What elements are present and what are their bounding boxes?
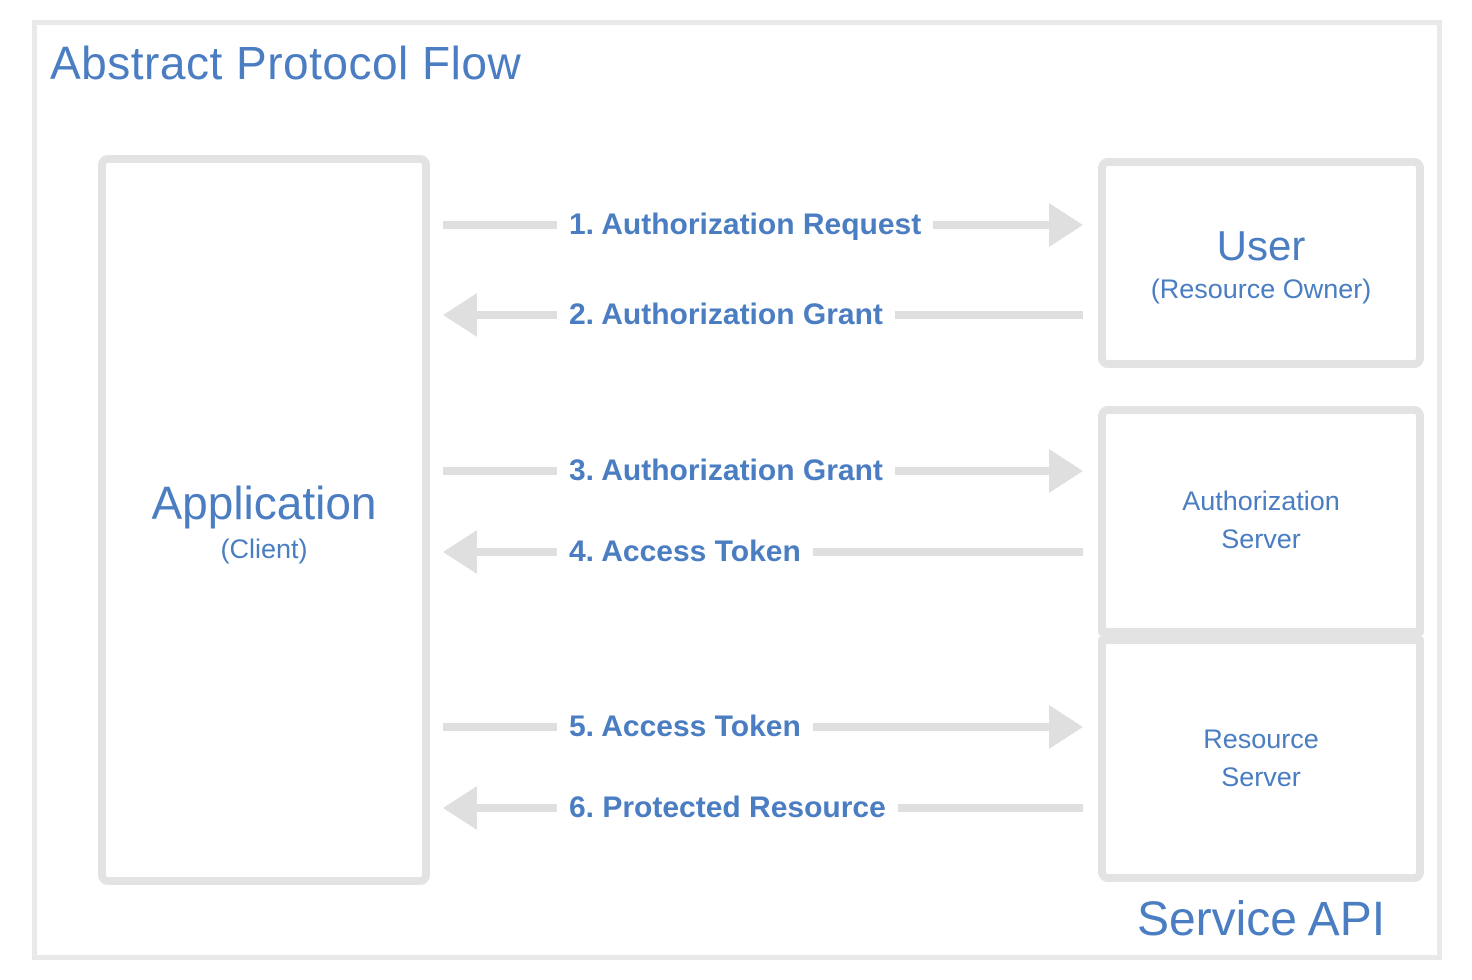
arrowhead-right-icon: [1049, 449, 1083, 493]
arrow-shaft: [894, 467, 1049, 475]
flow-label-2: 2. Authorization Grant: [569, 298, 883, 331]
arrow-shaft: [933, 221, 1049, 229]
service-api-label: Service API: [1136, 893, 1386, 946]
node-resource-server-label: Resource Server: [1203, 724, 1319, 792]
node-user: User (Resource Owner): [1098, 158, 1424, 368]
arrow-shaft: [812, 548, 1083, 556]
flow-arrow-4: 4. Access Token: [443, 530, 1083, 574]
arrow-shaft: [443, 467, 557, 475]
arrow-shaft: [443, 723, 557, 731]
arrowhead-right-icon: [1049, 203, 1083, 247]
flow-arrow-1: 1. Authorization Request: [443, 203, 1083, 247]
node-user-label: User: [1216, 221, 1306, 269]
node-application: Application (Client): [98, 155, 430, 885]
arrowhead-left-icon: [443, 530, 477, 574]
node-authorization-server-label: Authorization Server: [1182, 486, 1340, 554]
page-title: Abstract Protocol Flow: [50, 37, 522, 89]
node-application-label: Application: [151, 476, 377, 529]
flow-label-5: 5. Access Token: [569, 710, 801, 743]
arrow-shaft: [894, 311, 1083, 319]
flow-arrow-3: 3. Authorization Grant: [443, 449, 1083, 493]
flow-arrow-2: 2. Authorization Grant: [443, 293, 1083, 337]
node-application-sublabel: (Client): [220, 533, 308, 564]
arrowhead-left-icon: [443, 786, 477, 830]
arrow-shaft: [477, 311, 557, 319]
node-authorization-server: Authorization Server: [1098, 406, 1424, 636]
arrow-shaft: [897, 804, 1083, 812]
flow-arrow-5: 5. Access Token: [443, 705, 1083, 749]
arrow-shaft: [477, 804, 557, 812]
arrow-shaft: [812, 723, 1049, 731]
flow-label-4: 4. Access Token: [569, 535, 801, 568]
arrowhead-right-icon: [1049, 705, 1083, 749]
flow-label-6: 6. Protected Resource: [569, 791, 886, 824]
node-resource-server: Resource Server: [1098, 636, 1424, 882]
flow-label-3: 3. Authorization Grant: [569, 454, 883, 487]
arrow-shaft: [443, 221, 557, 229]
diagram-frame: [32, 20, 1442, 960]
arrow-shaft: [477, 548, 557, 556]
arrowhead-left-icon: [443, 293, 477, 337]
flow-arrow-6: 6. Protected Resource: [443, 786, 1083, 830]
flow-label-1: 1. Authorization Request: [569, 208, 922, 241]
node-user-sublabel: (Resource Owner): [1150, 273, 1372, 304]
